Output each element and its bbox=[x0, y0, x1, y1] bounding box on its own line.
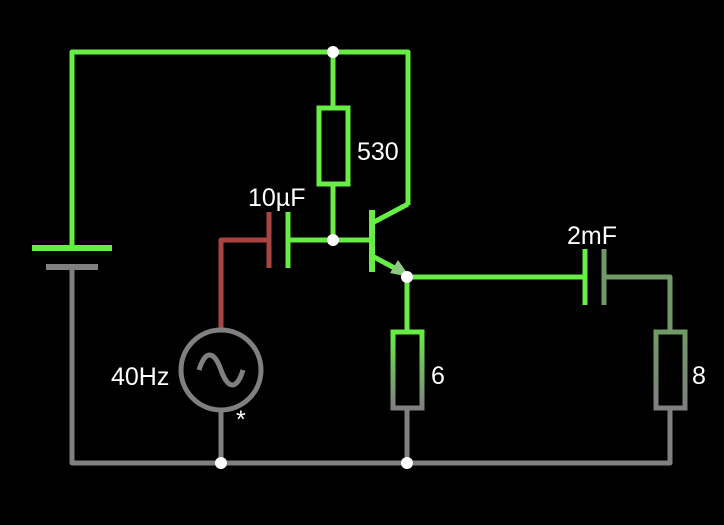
junction-node bbox=[401, 457, 413, 469]
ground-rail-wire[interactable] bbox=[69, 267, 673, 466]
sine-wave-icon bbox=[196, 352, 246, 388]
resistor-530[interactable] bbox=[316, 105, 351, 240]
ac-source-marker: * bbox=[236, 406, 246, 434]
capacitor-2mF[interactable] bbox=[582, 249, 607, 305]
npn-transistor[interactable] bbox=[369, 201, 410, 277]
junction-node bbox=[401, 271, 413, 283]
capacitor-10uF[interactable] bbox=[266, 212, 291, 268]
battery[interactable] bbox=[32, 245, 112, 270]
load-wire[interactable] bbox=[604, 274, 673, 332]
input-wire[interactable] bbox=[218, 237, 269, 328]
resistor-6-label: 6 bbox=[431, 362, 445, 390]
top-rail-wire[interactable] bbox=[69, 49, 411, 248]
junction-node bbox=[215, 457, 227, 469]
resistor-8-label: 8 bbox=[692, 362, 706, 390]
resistor-530-label: 530 bbox=[357, 138, 399, 166]
junction-node bbox=[327, 234, 339, 246]
ac-source-frequency-label: 40Hz bbox=[111, 363, 169, 391]
ac-source[interactable] bbox=[178, 327, 264, 413]
junction-node bbox=[327, 46, 339, 58]
transistor-collector-lead bbox=[372, 201, 410, 225]
resistor-6[interactable] bbox=[390, 329, 425, 411]
capacitor-2mF-label: 2mF bbox=[567, 222, 617, 250]
resistor-8[interactable] bbox=[653, 329, 688, 411]
capacitor-10uF-label: 10µF bbox=[248, 184, 305, 212]
emitter-output-wire[interactable] bbox=[404, 274, 585, 332]
